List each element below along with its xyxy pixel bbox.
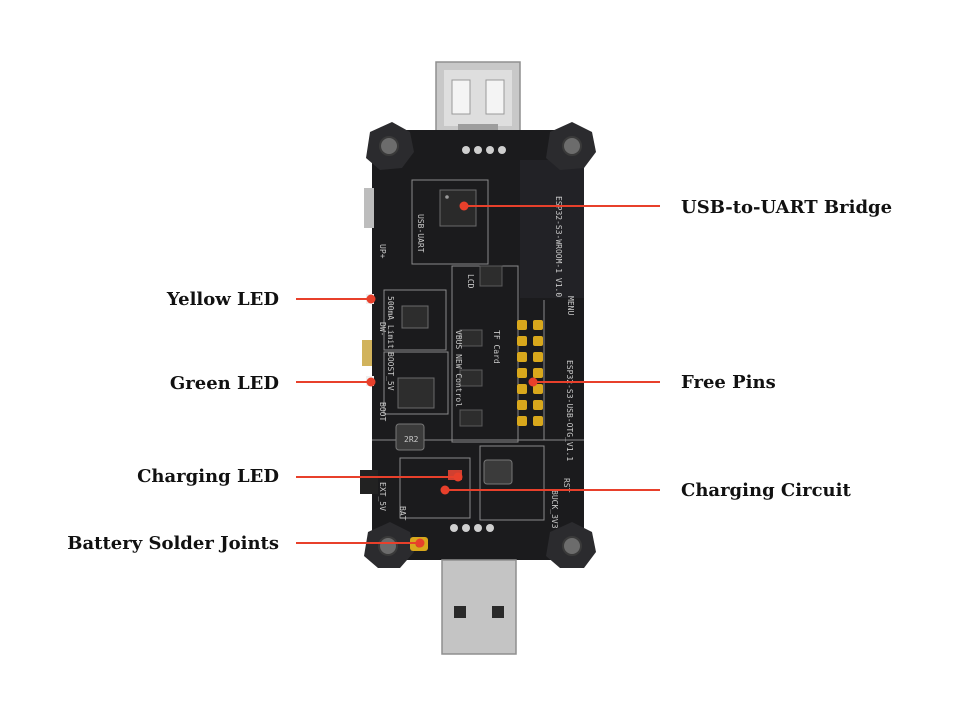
silk-dw: DW- bbox=[378, 322, 387, 336]
silk-bat: BAT bbox=[398, 506, 407, 521]
top-header-pins bbox=[450, 146, 506, 532]
silk-tf: TF Card bbox=[492, 330, 501, 364]
leader-usb-uart-dot bbox=[459, 201, 469, 211]
leader-yellow-led-dot bbox=[366, 294, 376, 304]
label-yellow-led: Yellow LED bbox=[166, 289, 279, 310]
label-charging-circuit: Charging Circuit bbox=[681, 480, 851, 501]
free-pin-pads bbox=[517, 320, 543, 426]
label-charging-led: Charging LED bbox=[137, 466, 279, 487]
leader-green-led-dot bbox=[366, 377, 376, 387]
leader-free-pins-dot bbox=[528, 377, 538, 387]
power-ics bbox=[395, 265, 513, 485]
label-usb-to-uart-bridge: USB-to-UART Bridge bbox=[681, 197, 893, 218]
label-free-pins: Free Pins bbox=[681, 372, 776, 393]
silk-up: UP+ bbox=[378, 244, 387, 259]
label-battery-solder-joints: Battery Solder Joints bbox=[67, 533, 279, 554]
silk-menu: MENU bbox=[566, 296, 575, 315]
usb-uart-chip bbox=[439, 189, 477, 227]
silk-limit: 500mA Limit bbox=[386, 296, 395, 349]
label-green-led: Green LED bbox=[169, 373, 279, 394]
silk-ext: EXT_5V bbox=[378, 482, 387, 511]
leader-charging-circuit-dot bbox=[440, 485, 450, 495]
corner-bumpers bbox=[364, 122, 596, 568]
silk-usb-uart: USB-UART bbox=[416, 214, 425, 253]
silk-boot: BOOT bbox=[378, 402, 387, 421]
leader-lines bbox=[296, 201, 660, 548]
silk-inductor: 2R2 bbox=[404, 435, 419, 444]
silk-lcd: LCD bbox=[466, 274, 475, 289]
silk-board: ESP32-S3-USB-OTG_V1.1 bbox=[565, 360, 574, 461]
silk-boost: BOOST_5V bbox=[386, 352, 395, 391]
usb-a-male-plug bbox=[441, 559, 517, 655]
silk-vbus: VBUS NEW Control bbox=[454, 330, 463, 407]
silkscreen-texts: ESP32-S3-WROOM-1 V1.0 ESP32-S3-USB-OTG_V… bbox=[378, 196, 575, 529]
silk-buck: BUCK_3V3 bbox=[550, 490, 559, 529]
silk-rst: RST bbox=[562, 478, 571, 493]
silk-module: ESP32-S3-WROOM-1 V1.0 bbox=[554, 196, 563, 297]
leader-charging-led-dot bbox=[453, 472, 463, 482]
leader-battery-joints-dot bbox=[415, 538, 425, 548]
